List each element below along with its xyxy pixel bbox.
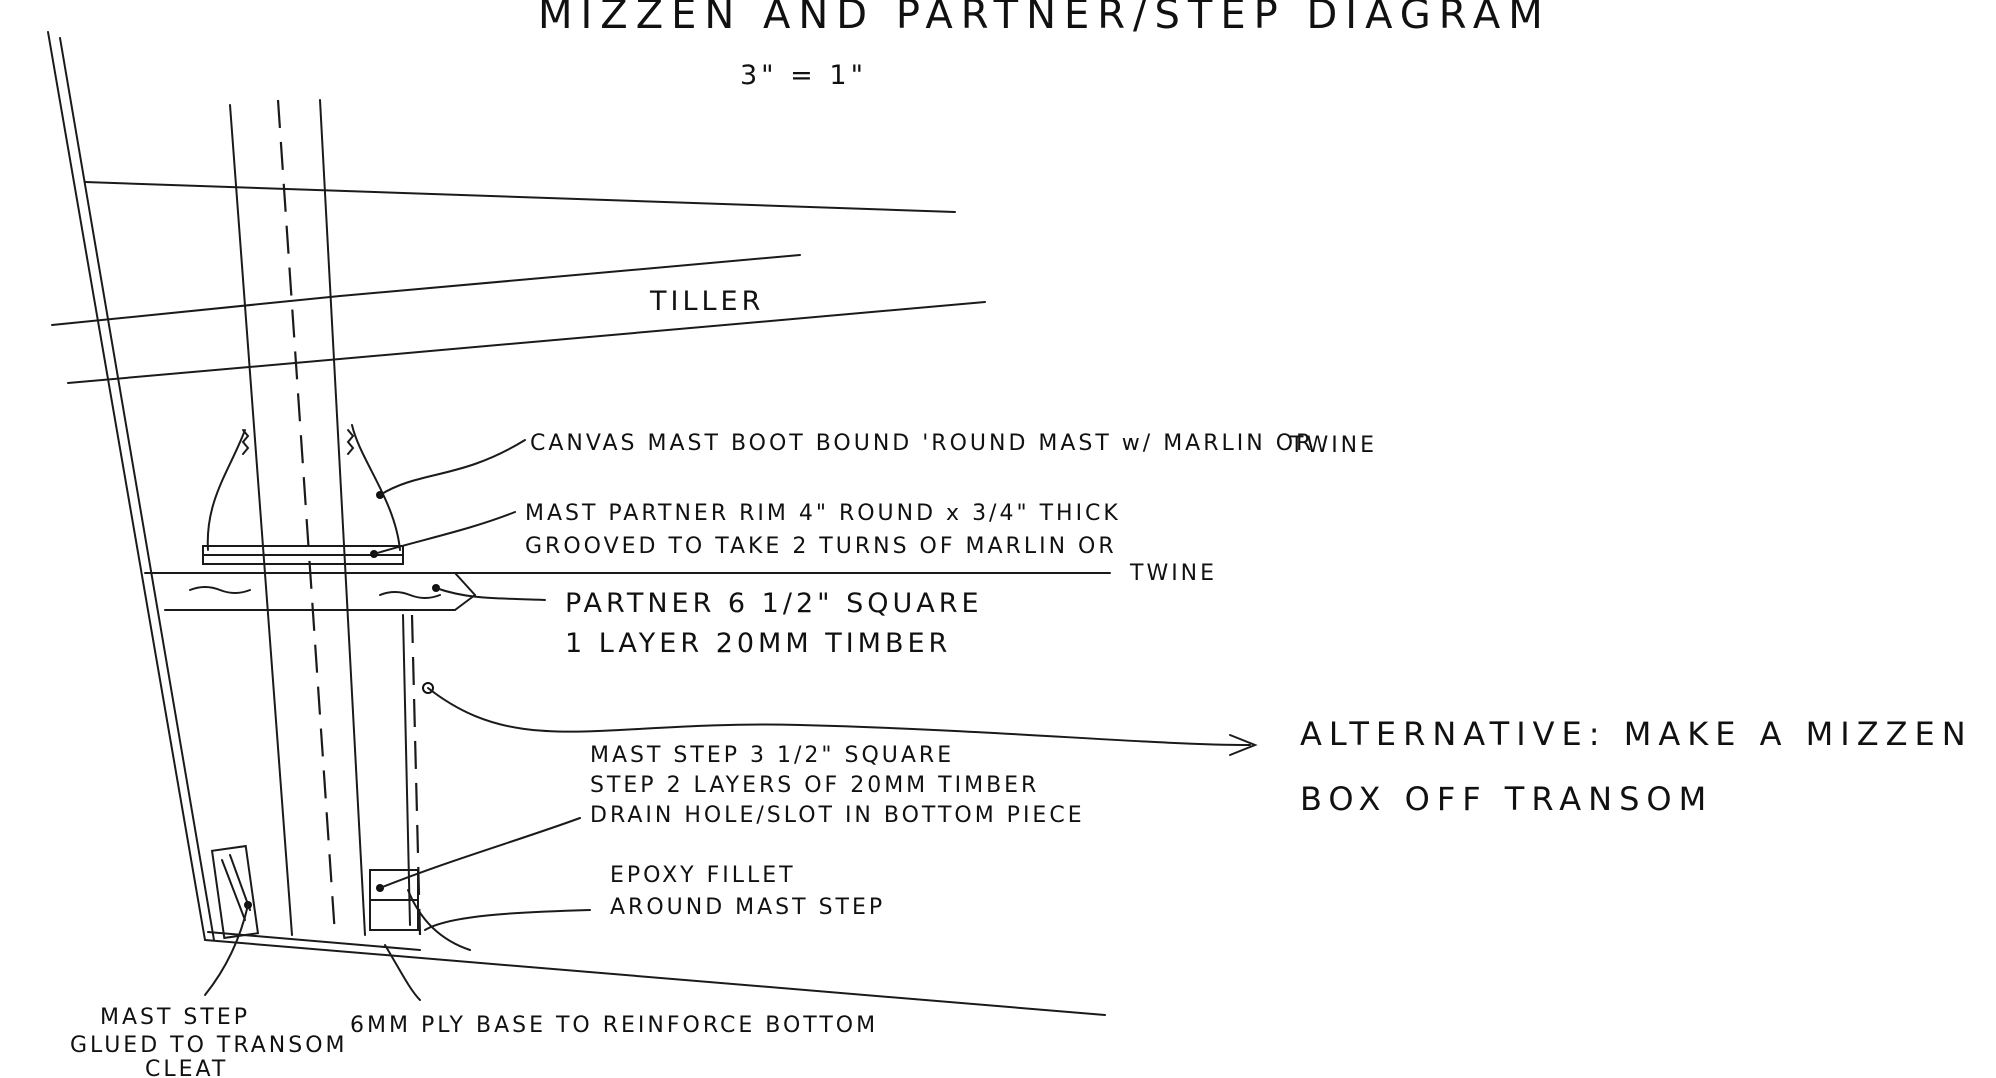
mizzen-mast (229, 99, 366, 936)
alternative-label-2: BOX OFF TRANSOM (1300, 780, 1713, 818)
mast-step-label-1: MAST STEP 3 1/2" SQUARE (590, 743, 954, 768)
transom-cleat-label-2: GLUED TO TRANSOM (70, 1033, 348, 1058)
mast-step-label-3: DRAIN HOLE/SLOT IN BOTTOM PIECE (590, 803, 1085, 828)
hull-bottom (204, 931, 1106, 1016)
mast-partner-rim (202, 545, 404, 565)
mast-step-label-2: STEP 2 LAYERS OF 20MM TIMBER (590, 773, 1039, 798)
diagram-title: MIZZEN AND PARTNER/STEP DIAGRAM (538, 0, 1551, 38)
partner-label-1: PARTNER 6 1/2" SQUARE (565, 588, 983, 619)
transom (47, 31, 215, 941)
tiller: TILLER (51, 181, 986, 384)
partner-rim-label-1: MAST PARTNER RIM 4" ROUND x 3/4" THICK (525, 501, 1121, 526)
tiller-label: TILLER (649, 286, 764, 317)
partner-rim-label-3: TWINE (1129, 561, 1217, 586)
partner-label-2: 1 LAYER 20MM TIMBER (565, 628, 951, 659)
leader-lines (204, 439, 1258, 1001)
partner-rim-label-2: GROOVED TO TAKE 2 TURNS OF MARLIN OR (525, 534, 1117, 559)
scale-note: 3" = 1" (740, 60, 867, 91)
alternative-label-1: ALTERNATIVE: MAKE A MIZZEN (1300, 715, 1973, 753)
transom-cleat (210, 844, 260, 940)
transom-cleat-label-3: CLEAT (145, 1057, 228, 1078)
epoxy-fillet-label-1: EPOXY FILLET (610, 863, 796, 888)
mast-boot-label-2: TWINE (1289, 433, 1377, 458)
mast-boot-label-1: CANVAS MAST BOOT BOUND 'ROUND MAST w/ MA… (530, 431, 1314, 456)
partner (144, 572, 1111, 611)
ply-base-label: 6MM PLY BASE TO REINFORCE BOTTOM (350, 1013, 878, 1038)
transom-cleat-label-1: MAST STEP (100, 1005, 250, 1030)
epoxy-fillet-label-2: AROUND MAST STEP (610, 895, 885, 920)
